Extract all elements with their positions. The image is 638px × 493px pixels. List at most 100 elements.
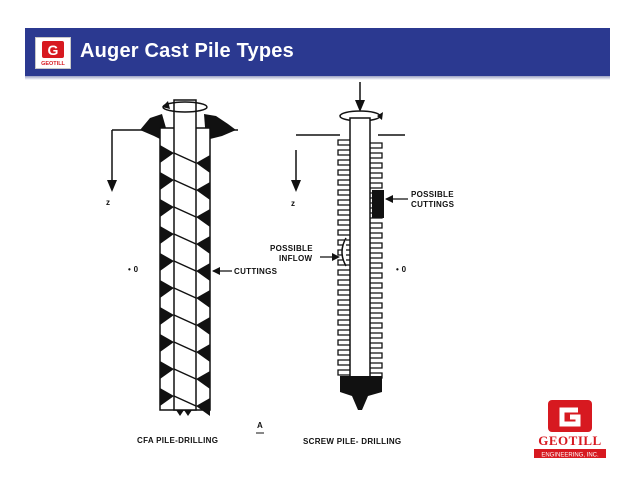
screw-pile xyxy=(296,82,405,410)
screw-tooth-right xyxy=(370,332,383,339)
small-logo-name: GEOTILL xyxy=(41,61,65,67)
screw-tooth-right xyxy=(370,162,383,169)
cfa-helix-line xyxy=(173,341,197,353)
screw-tooth-right xyxy=(370,302,383,309)
screw-tooth-right xyxy=(370,242,383,249)
cfa-flight-left xyxy=(160,280,174,298)
screw-tooth-left xyxy=(337,219,350,226)
left-z-label: z xyxy=(106,198,110,207)
left-zero-marker: • 0 xyxy=(128,265,139,274)
screw-tooth-right xyxy=(370,292,383,299)
screw-tooth-left xyxy=(337,349,350,356)
cfa-flight-left xyxy=(160,226,174,244)
cfa-flight-right xyxy=(196,398,210,416)
cfa-flight-right xyxy=(196,236,210,254)
left-depth-axis: z xyxy=(106,130,117,207)
cfa-auger-flights xyxy=(160,145,210,416)
screw-tooth-left xyxy=(337,169,350,176)
screw-stem xyxy=(349,117,371,381)
geotill-small-logo: G GEOTILL xyxy=(35,37,71,69)
cfa-flight-right xyxy=(196,263,210,281)
possible-cuttings-line2: CUTTINGS xyxy=(411,200,455,209)
small-logo-box xyxy=(42,41,64,58)
screw-tooth-left xyxy=(337,289,350,296)
screw-tooth-right xyxy=(370,312,383,319)
screw-tooth-right xyxy=(370,362,383,369)
screw-tooth-left xyxy=(337,269,350,276)
screw-tooth-left xyxy=(337,189,350,196)
cfa-spoil-right xyxy=(204,114,236,140)
cuttings-callout: CUTTINGS xyxy=(212,267,278,276)
cfa-helix-line xyxy=(173,368,197,380)
screw-tooth-left xyxy=(337,179,350,186)
possible-cuttings-block xyxy=(372,190,384,218)
cfa-flight-right xyxy=(196,371,210,389)
cfa-flight-left xyxy=(160,172,174,190)
cfa-flight-left xyxy=(160,199,174,217)
cfa-stem xyxy=(173,99,197,411)
screw-tooth-right xyxy=(370,322,383,329)
screw-tooth-right xyxy=(370,272,383,279)
cfa-helix-line xyxy=(173,287,197,299)
large-logo-tagline: ENGINEERING, INC. xyxy=(541,452,599,458)
screw-tooth-left xyxy=(337,299,350,306)
possible-inflow-line2: INFLOW xyxy=(279,254,312,263)
screw-tooth-right xyxy=(370,252,383,259)
cfa-flight-right xyxy=(196,317,210,335)
screw-tooth-right xyxy=(370,342,383,349)
caption-screw: SCREW PILE- DRILLING xyxy=(303,437,401,446)
slide-title: Auger Cast Pile Types xyxy=(80,40,294,62)
right-depth-axis: z xyxy=(291,150,301,208)
screw-pile-base xyxy=(340,376,382,410)
screw-tooth-left xyxy=(337,329,350,336)
screw-tooth-left xyxy=(337,319,350,326)
screw-tooth-left xyxy=(337,139,350,146)
screw-tooth-left xyxy=(337,229,350,236)
cfa-helix-line xyxy=(173,233,197,245)
cfa-flight-left xyxy=(160,388,174,406)
cfa-rotation-arrowhead xyxy=(162,101,170,109)
screw-tooth-left xyxy=(337,159,350,166)
screw-tooth-left xyxy=(337,149,350,156)
screw-tooth-left xyxy=(337,209,350,216)
cfa-flight-right xyxy=(196,344,210,362)
cfa-flight-left xyxy=(160,307,174,325)
screw-tooth-right xyxy=(370,282,383,289)
cfa-flight-right xyxy=(196,290,210,308)
screw-tooth-right xyxy=(370,172,383,179)
cfa-helix-line xyxy=(173,395,197,407)
cfa-helix-line xyxy=(173,152,197,164)
cfa-flight-left xyxy=(160,253,174,271)
caption-a: A xyxy=(257,421,263,430)
cfa-helix-line xyxy=(173,179,197,191)
cfa-helix-line xyxy=(173,260,197,272)
screw-tooth-right xyxy=(370,232,383,239)
geotill-large-logo: GEOTILL ENGINEERING, INC. xyxy=(534,400,606,458)
screw-tooth-left xyxy=(337,369,350,376)
screw-tooth-left xyxy=(337,339,350,346)
cfa-flight-left xyxy=(160,361,174,379)
right-zero-marker: • 0 xyxy=(396,265,407,274)
large-logo-g-shape xyxy=(559,407,581,427)
title-bar xyxy=(25,28,610,76)
cfa-flight-left xyxy=(160,145,174,163)
cuttings-label: CUTTINGS xyxy=(234,267,278,276)
screw-tooth-left xyxy=(337,359,350,366)
cfa-helix-line xyxy=(173,206,197,218)
screw-tooth-right xyxy=(370,352,383,359)
screw-tooth-left xyxy=(337,199,350,206)
screw-tooth-left xyxy=(337,309,350,316)
screw-tooth-left xyxy=(337,279,350,286)
screw-tooth-right xyxy=(370,222,383,229)
screw-tooth-right xyxy=(370,142,383,149)
possible-inflow-callout: POSSIBLE INFLOW xyxy=(270,244,340,263)
cfa-pile xyxy=(112,99,238,416)
large-logo-name: GEOTILL xyxy=(538,433,601,448)
cfa-flight-right xyxy=(196,182,210,200)
screw-tooth-right xyxy=(370,262,383,269)
cfa-helix-line xyxy=(173,314,197,326)
possible-inflow-bulge xyxy=(341,237,347,267)
possible-cuttings-line1: POSSIBLE xyxy=(411,190,454,199)
possible-inflow-line1: POSSIBLE xyxy=(270,244,313,253)
